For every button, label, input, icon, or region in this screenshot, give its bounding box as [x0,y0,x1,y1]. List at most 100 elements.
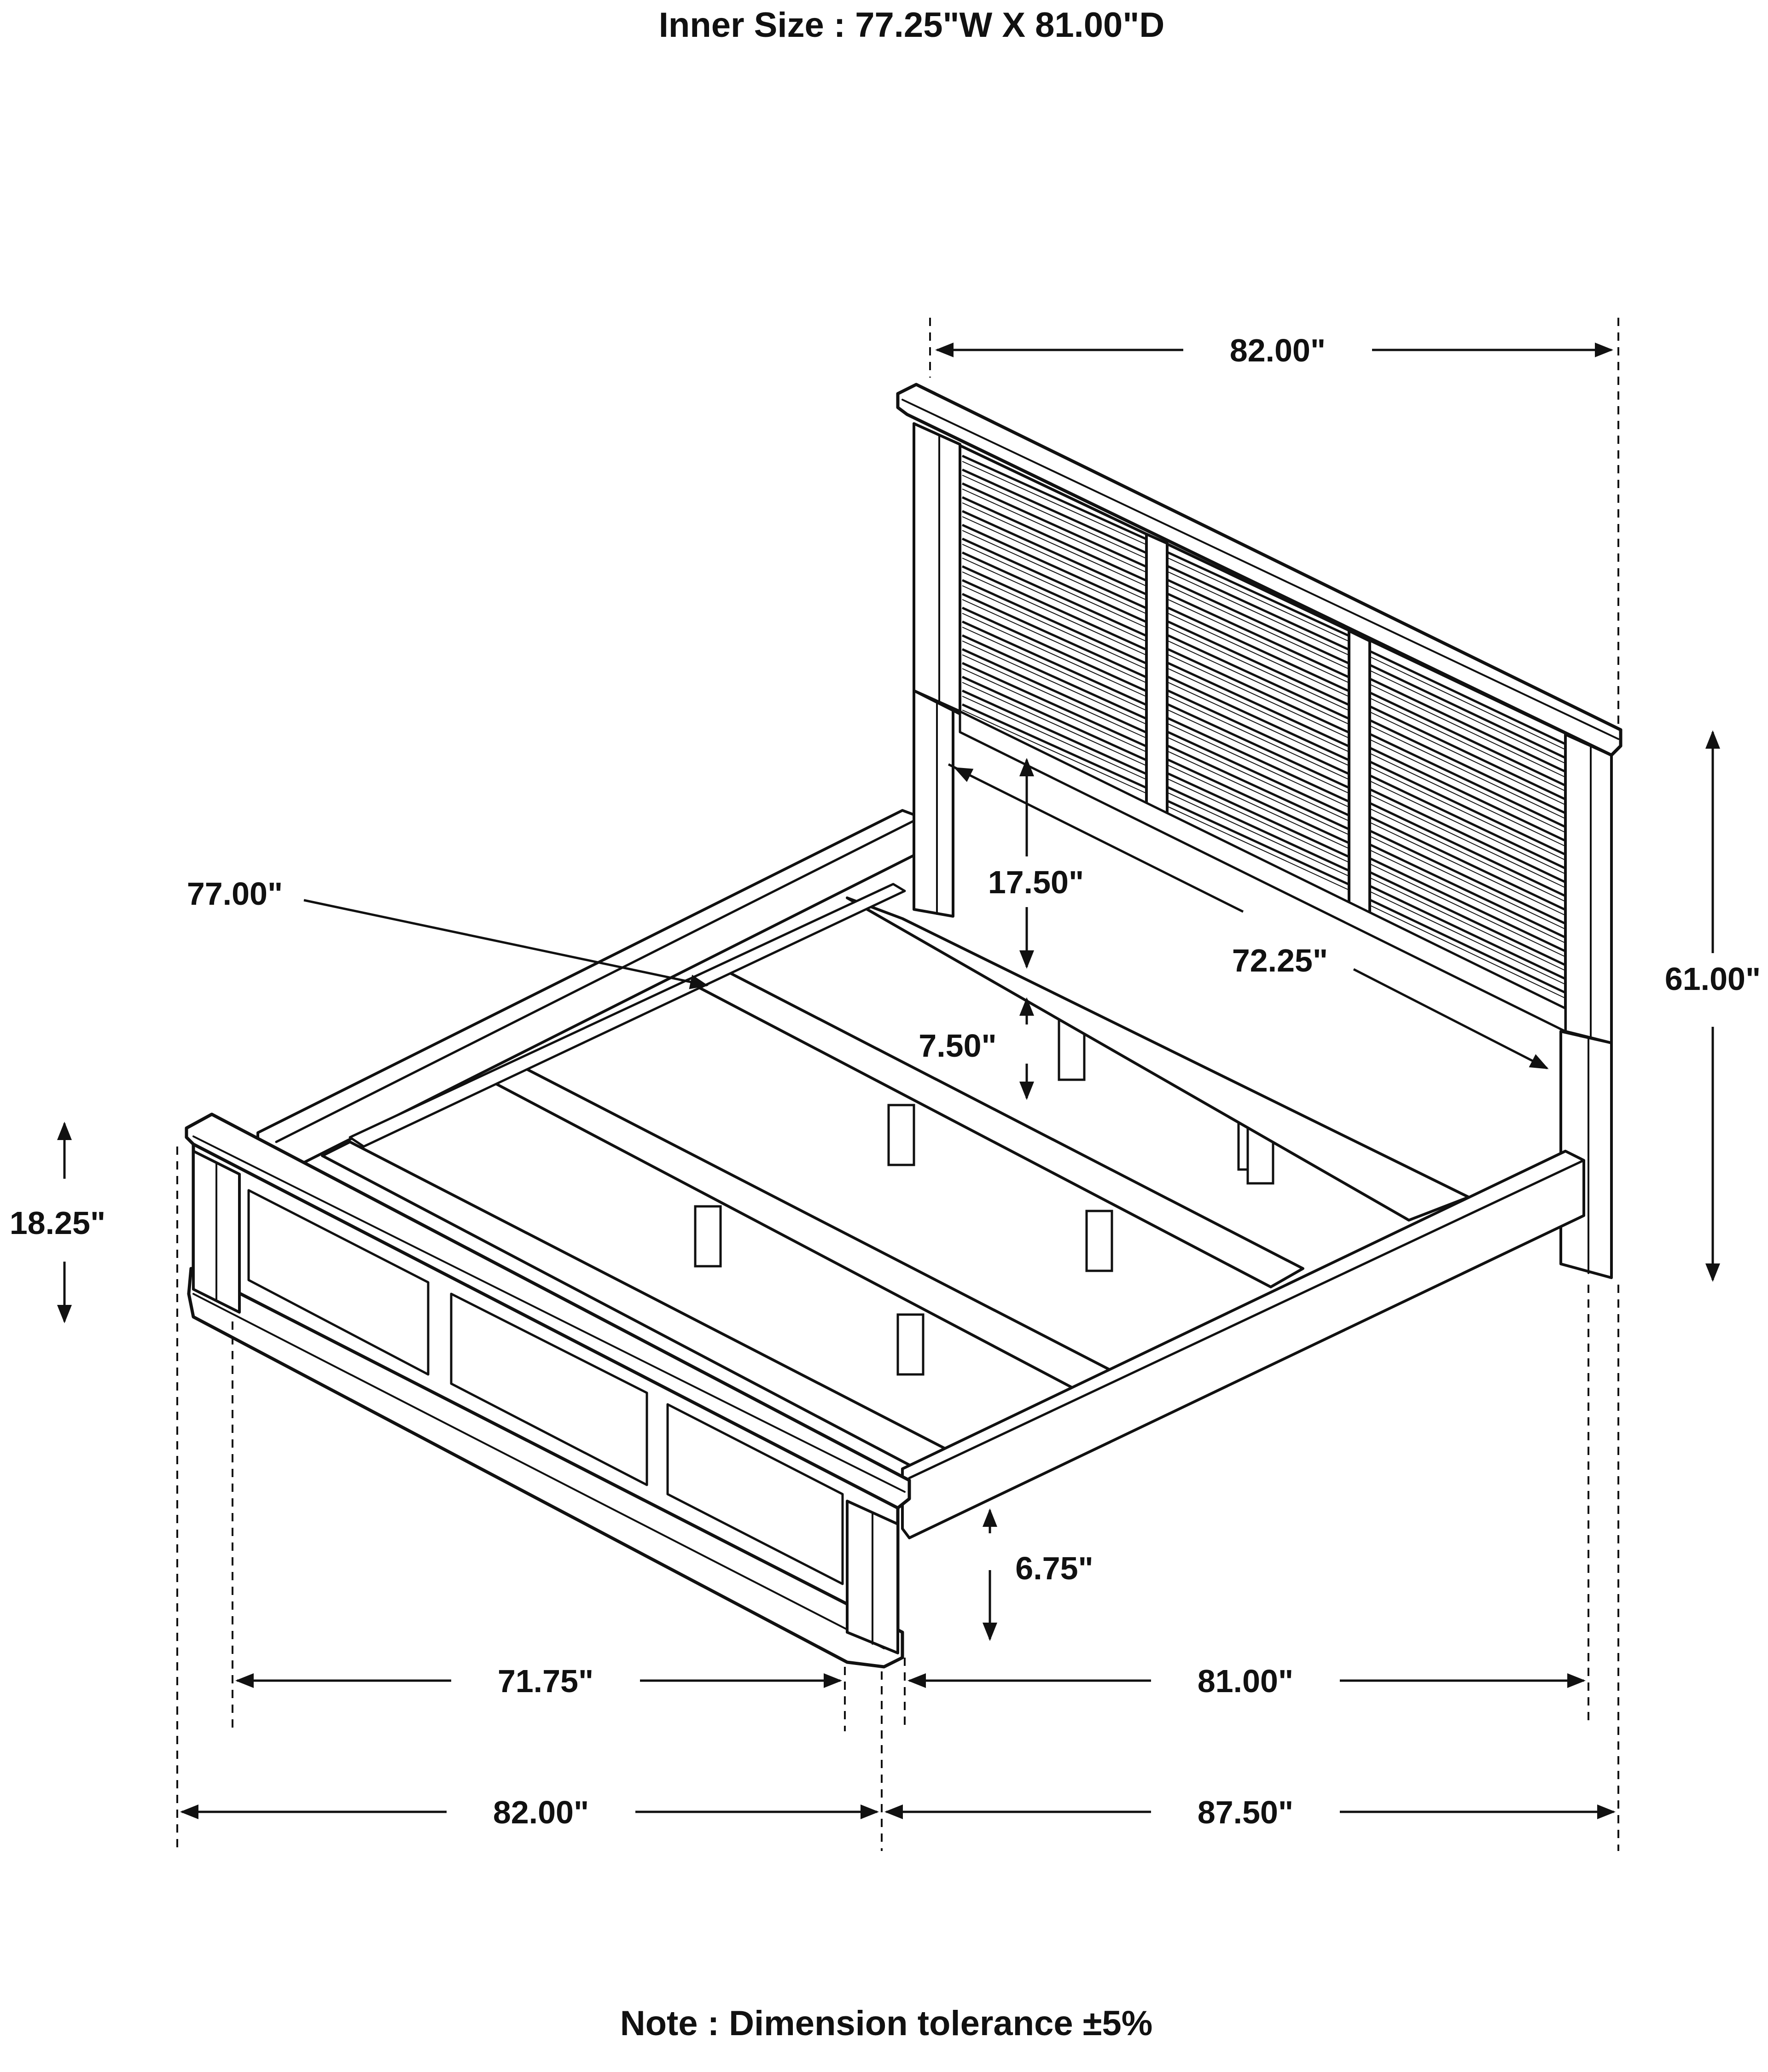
louver-slat [1370,678,1565,773]
panel-height-label: 17.50" [988,864,1084,900]
louver-slat-edge [1168,751,1349,835]
louver-slat [1167,634,1349,720]
louver-slat-edge [1168,627,1349,710]
louver-slat [961,482,1146,568]
louver-slat-edge [962,654,1146,738]
slat-leg [1085,1210,1113,1272]
louver-slat [961,620,1146,706]
louver-slat [1370,692,1565,786]
slat-leg [887,1104,915,1166]
louver-slat [1370,885,1565,980]
louver-slat [1167,758,1349,844]
louver-slat-edge [1168,696,1349,780]
headboard-height-label: 61.00" [1665,961,1761,997]
louver-slat [1370,830,1565,925]
louver-slat [961,468,1146,554]
louver-slat [961,593,1146,678]
louver-slat-edge [1370,836,1565,929]
slat-leg [896,1313,925,1376]
louver-slat-edge [1370,739,1565,832]
louver-slat [961,606,1146,692]
louver-slat [1370,857,1565,952]
rail-height-label: 7.50" [919,1028,996,1064]
louver-slat [961,524,1146,609]
louver-slat [1167,662,1349,747]
headboard [896,383,1623,1279]
louver-slat [1167,786,1349,872]
louver-slat [1167,593,1349,678]
louver-slat-edge [962,668,1146,752]
louver-slat-edge [1168,558,1349,641]
louver-slat [1370,788,1565,883]
louver-slat-edge [1168,654,1349,738]
louver-slat-edge [1370,905,1565,998]
louver-slat [1370,664,1565,759]
louver-slat [1167,579,1349,664]
louver-slat [961,454,1146,540]
headboard-louvers [961,454,1565,998]
louver-slat-edge [962,682,1146,766]
louver-slat-edge [1168,737,1349,821]
headboard-width-label: 82.00" [1230,332,1326,368]
louver-slat [1167,703,1349,789]
louver-slat-edge [1168,723,1349,807]
louver-slat [1370,719,1565,814]
louver-slat-edge [962,613,1146,697]
louver-slat-edge [1370,712,1565,805]
louver-slat [1370,802,1565,897]
louver-slat [961,551,1146,637]
louver-slat [961,634,1146,720]
louver-slat-edge [962,627,1146,710]
louver-slat-edge [1168,585,1349,669]
inner-size-title: Inner Size : 77.25"W X 81.00"D [659,6,1165,45]
louver-slat [1370,871,1565,966]
louver-slat-edge [1370,850,1565,943]
louver-slat-edge [1168,792,1349,876]
louver-slat-edge [962,696,1146,780]
louver-slat [961,675,1146,761]
louver-slat [1370,747,1565,842]
bed-frame-drawing [185,383,1623,1669]
louver-slat-edge [1370,657,1565,750]
louver-slat [1370,705,1565,800]
louver-slat [1167,620,1349,706]
louver-slat [1370,844,1565,938]
louver-slat [961,579,1146,664]
louver-slat-edge [962,558,1146,641]
louver-slat-edge [962,544,1146,628]
louver-slat-edge [1370,684,1565,777]
louver-slat-edge [1370,822,1565,915]
louver-slat [1167,745,1349,830]
louver-slat-edge [962,571,1146,655]
tolerance-note: Note : Dimension tolerance ±5% [620,2004,1153,2043]
footboard-inner-width-label: 71.75" [498,1663,593,1699]
louver-slat-edge [1370,864,1565,957]
louver-slat [961,496,1146,582]
side-rail-length-label: 81.00" [1198,1663,1293,1699]
louver-slat-edge [962,475,1146,559]
louver-slat-edge [1168,571,1349,655]
headboard-inner-width-label: 72.25" [1232,943,1328,978]
louver-slat-edge [962,502,1146,586]
louver-slat-edge [962,585,1146,669]
louver-slat [1167,551,1349,637]
louver-slat-edge [962,461,1146,545]
louver-slat [1370,816,1565,911]
louver-slat-edge [1370,753,1565,846]
louver-slat [1370,650,1565,745]
louver-slat-edge [962,710,1146,793]
louver-slat-edge [1168,710,1349,793]
louver-slat [1167,717,1349,803]
louver-slat-edge [1168,640,1349,724]
slat-length-label: 77.00" [187,876,283,912]
louver-slat [1167,675,1349,761]
louver-slat [1167,565,1349,651]
louver-slat [961,703,1146,789]
floor-clearance-label: 6.75" [1015,1550,1093,1586]
louver-slat-edge [1168,682,1349,766]
louver-slat-edge [1370,891,1565,984]
louver-slat [1167,689,1349,775]
louver-slat-edge [1370,781,1565,874]
louver-slat [1167,731,1349,816]
louver-slat-edge [1168,599,1349,683]
